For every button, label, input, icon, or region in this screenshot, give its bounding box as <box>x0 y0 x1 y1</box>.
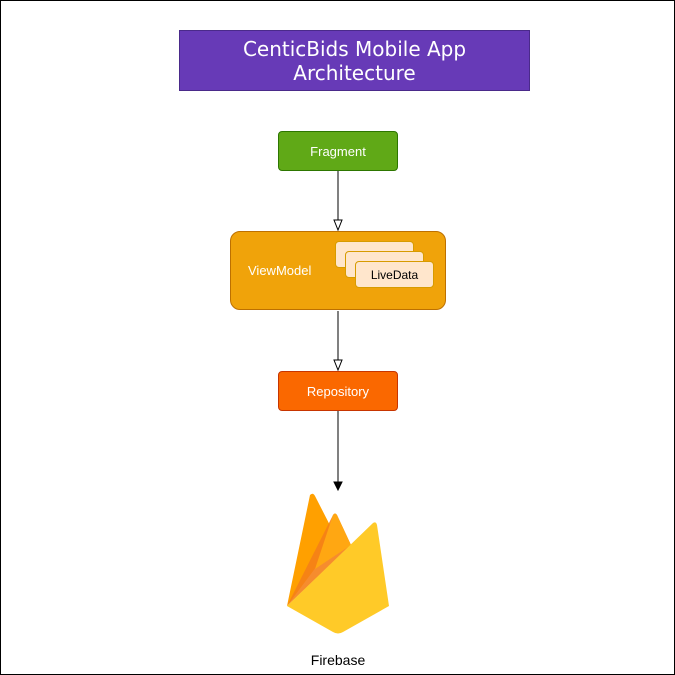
arrowhead-viewmodel-repository <box>333 359 343 372</box>
arrowhead-repository-firebase <box>333 481 343 492</box>
title-line-1: CenticBids Mobile App <box>242 36 467 61</box>
fragment-label: Fragment <box>310 143 366 159</box>
title-line-2: Architecture <box>293 60 416 85</box>
livedata-node: LiveData <box>355 261 434 288</box>
firebase-flame-icon <box>287 493 389 634</box>
repository-label: Repository <box>306 383 370 399</box>
arrowhead-fragment-viewmodel <box>333 219 343 232</box>
repository-node: Repository <box>278 371 398 411</box>
fragment-node: Fragment <box>278 131 398 171</box>
diagram-title: CenticBids Mobile App Architecture <box>179 30 530 91</box>
livedata-label: LiveData <box>370 267 419 282</box>
firebase-label: Firebase <box>310 652 366 668</box>
viewmodel-label: ViewModel <box>248 263 312 278</box>
